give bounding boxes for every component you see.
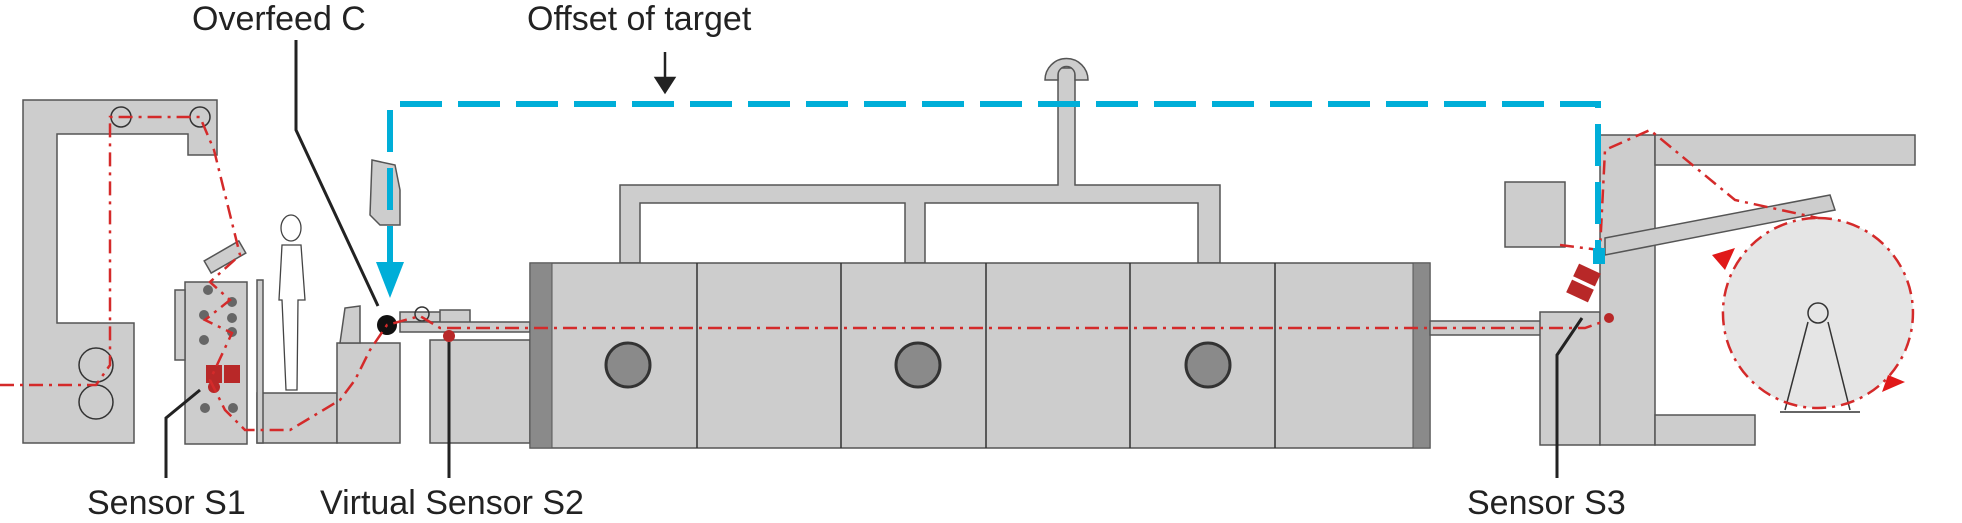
offset-arrow-icon (376, 262, 404, 298)
offset-path (387, 101, 1601, 268)
label-sensor-s1: Sensor S1 (87, 484, 246, 522)
dryer (529, 57, 1431, 449)
label-virtual-sensor-s2: Virtual Sensor S2 (320, 484, 584, 522)
overfeed-leader (294, 40, 380, 307)
label-sensor-s3: Sensor S3 (1467, 484, 1626, 522)
sensor-s1-leader (164, 388, 201, 478)
sensor-s3-unit (1566, 263, 1614, 323)
sensor-s1-unit (174, 239, 248, 445)
sensor-s3-leader (1555, 317, 1584, 478)
take-up-unit (1504, 134, 1916, 446)
platform (256, 392, 338, 444)
down-arrow-icon (653, 52, 677, 95)
label-overfeed-c: Overfeed C (192, 0, 366, 38)
label-offset-of-target: Offset of target (527, 0, 752, 38)
virtual-sensor-s2-marker (443, 330, 455, 342)
operator-figure (278, 214, 306, 391)
